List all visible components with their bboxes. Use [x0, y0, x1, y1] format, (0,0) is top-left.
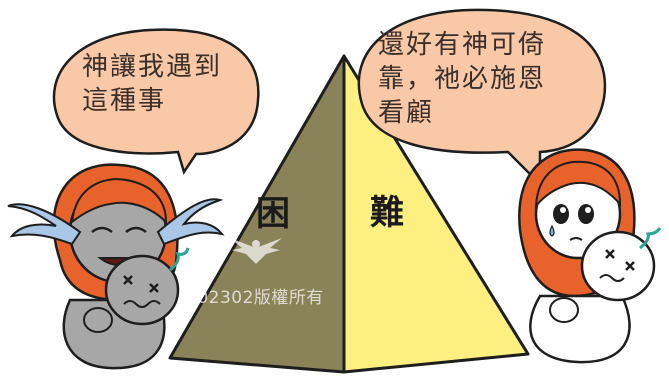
pyramid-right-character: 難 [370, 193, 404, 233]
watermark-text: 202302版權所有 [186, 288, 324, 308]
left-bubble-text: 神讓我遇到 這種事 [82, 50, 242, 118]
right-hopeful-girl [518, 148, 662, 364]
right-speech-bubble [357, 8, 607, 188]
pyramid-left-character: 困 [256, 194, 290, 234]
left-bubble-text-content: 神讓我遇到 這種事 [82, 52, 223, 116]
right-bubble-text-content: 還好有神可倚 靠，祂必施恩 看顧 [378, 30, 547, 128]
left-speech-bubble [52, 28, 260, 175]
left-crying-girl [7, 163, 225, 370]
pyramid [168, 54, 530, 374]
watermark-eagle-icon [230, 238, 282, 264]
right-bubble-text: 還好有神可倚 靠，祂必施恩 看顧 [378, 28, 588, 130]
